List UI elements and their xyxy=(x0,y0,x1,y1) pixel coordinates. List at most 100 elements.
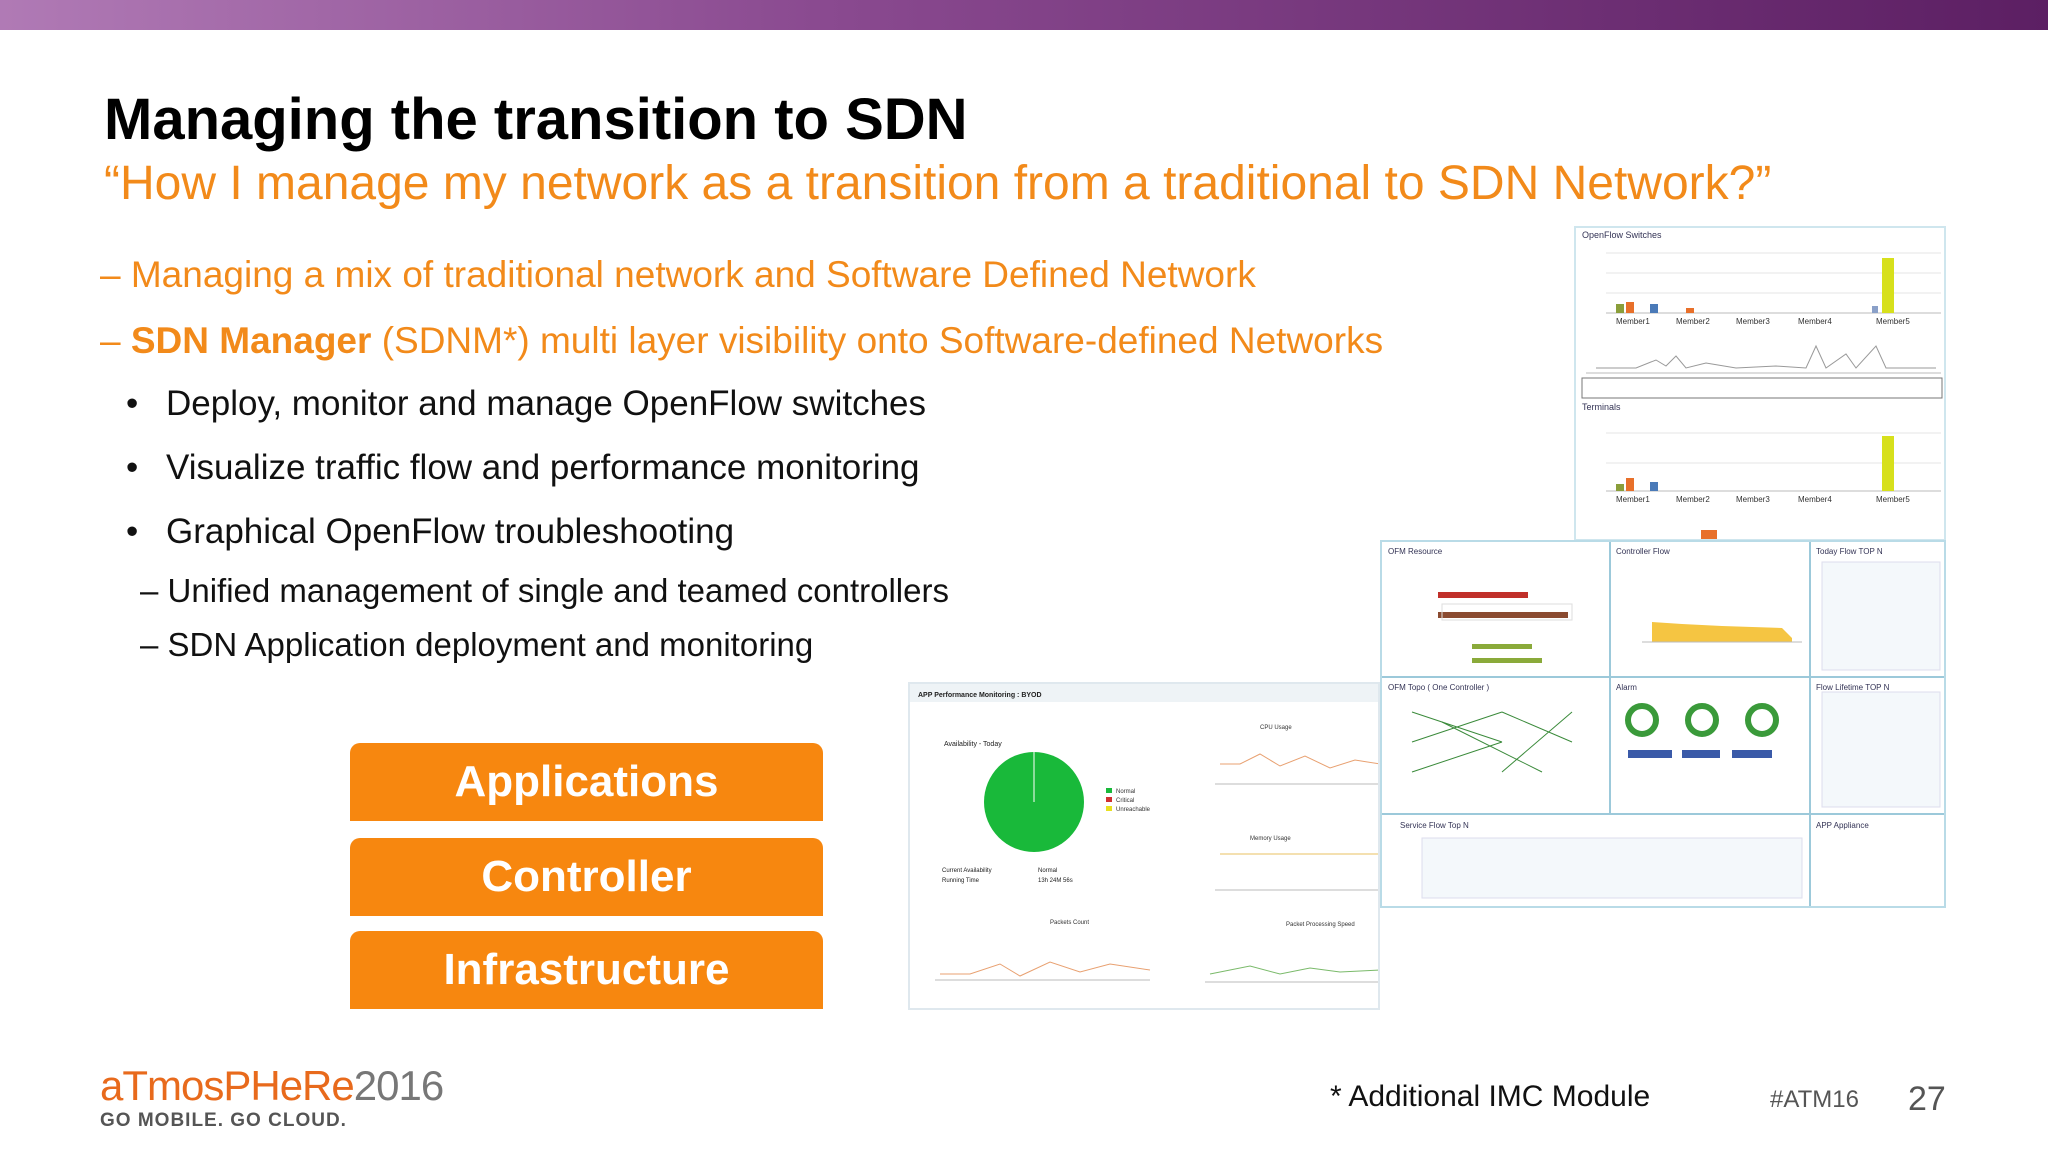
resource-bar xyxy=(1438,592,1528,598)
bar xyxy=(1686,308,1694,313)
bar xyxy=(1882,436,1894,491)
member-label: Member3 xyxy=(1736,495,1770,504)
chart-title: Memory Usage xyxy=(1250,836,1291,842)
openflow-title: OpenFlow Switches xyxy=(1582,230,1662,240)
member-label: Member2 xyxy=(1676,495,1710,504)
running-time-label: Running Time xyxy=(942,878,980,884)
logo-word: aTmosPHeRe xyxy=(100,1062,355,1109)
legend-label: Critical xyxy=(1116,798,1134,804)
stack-controller: Controller xyxy=(350,838,823,916)
resource-bar xyxy=(1438,612,1568,618)
panel-header xyxy=(910,684,1378,702)
sdn-manager-bold: SDN Manager xyxy=(130,320,372,361)
member-label: Member5 xyxy=(1876,495,1910,504)
subpoint-applications: – SDN Application deployment and monitor… xyxy=(140,626,814,663)
dashboard-panels: OFM Resource Controller Flow Today Flow … xyxy=(1382,542,1944,906)
bar xyxy=(1650,304,1658,313)
bullet-item: •Graphical OpenFlow troubleshooting xyxy=(126,512,735,551)
point-sdn-manager: – SDN Manager (SDNM*) multi layer visibi… xyxy=(100,320,1383,362)
traffic-line xyxy=(1596,344,1936,369)
availability-value: Normal xyxy=(1038,868,1057,874)
panel-title: Service Flow Top N xyxy=(1400,821,1469,830)
chart-title: Packet Processing Speed xyxy=(1286,922,1355,928)
bullet-item: •Deploy, monitor and manage OpenFlow swi… xyxy=(126,384,927,423)
app-performance-screenshot: APP Performance Monitoring : BYOD Availa… xyxy=(908,682,1380,1010)
alarm-donut xyxy=(1745,703,1779,737)
cpu-line xyxy=(1220,753,1378,769)
dash-marker: – xyxy=(100,320,131,361)
slide-title: Managing the transition to SDN xyxy=(104,87,968,152)
bar xyxy=(1650,482,1658,491)
chart-title: Packets Count xyxy=(1050,920,1089,926)
panel-title: OFM Resource xyxy=(1388,547,1443,556)
panel-title: OFM Topo ( One Controller ) xyxy=(1388,683,1490,692)
bullet-text: Graphical OpenFlow troubleshooting xyxy=(166,512,735,551)
point-text: Managing a mix of traditional network an… xyxy=(130,254,1256,295)
alarm-donut xyxy=(1685,703,1719,737)
dash-marker: – xyxy=(100,254,131,295)
packets-line xyxy=(940,961,1151,977)
availability-title: Availability - Today xyxy=(944,741,1002,748)
bar xyxy=(1701,530,1717,539)
panel-title: Controller Flow xyxy=(1616,547,1670,556)
resource-frame xyxy=(1441,603,1573,621)
stack-applications: Applications xyxy=(350,743,823,821)
stack-infrastructure: Infrastructure xyxy=(350,931,823,1009)
app-performance-panel: APP Performance Monitoring : BYOD Availa… xyxy=(910,684,1378,983)
legend-label: Normal xyxy=(1116,789,1135,795)
logo-year: 2016 xyxy=(353,1062,444,1109)
processing-line xyxy=(1209,965,1378,975)
member-label: Member4 xyxy=(1798,317,1832,326)
point-text: (SDNM*) multi layer visibility onto Soft… xyxy=(371,320,1384,361)
logo-tagline: GO MOBILE. GO CLOUD. xyxy=(100,1110,347,1131)
legend-swatch-unreachable xyxy=(1106,806,1112,811)
topology-graph xyxy=(1411,711,1573,773)
atmosphere-logo: aTmosPHeRe2016 GO MOBILE. GO CLOUD. xyxy=(100,1062,444,1132)
today-flow-table xyxy=(1821,561,1941,671)
hashtag: #ATM16 xyxy=(1770,1086,1859,1113)
resource-bar xyxy=(1472,658,1542,663)
resource-bar xyxy=(1472,644,1532,649)
page-number: 27 xyxy=(1908,1080,1946,1118)
terminals-title: Terminals xyxy=(1582,402,1621,412)
panel-title: Alarm xyxy=(1616,683,1637,692)
sdn-dashboard-screenshot: OFM Resource Controller Flow Today Flow … xyxy=(1380,540,1946,908)
member-label: Member2 xyxy=(1676,317,1710,326)
running-time-value: 13h 24M 56s xyxy=(1038,878,1073,884)
flow-area xyxy=(1652,622,1792,642)
chart-title: CPU Usage xyxy=(1260,725,1292,731)
legend-swatch-critical xyxy=(1106,797,1112,802)
slide-subtitle: “How I manage my network as a transition… xyxy=(104,157,1772,210)
panel-title: Today Flow TOP N xyxy=(1816,547,1883,556)
alarm-tab xyxy=(1682,750,1720,758)
member-label: Member5 xyxy=(1876,317,1910,326)
member-label: Member1 xyxy=(1616,495,1650,504)
member-label: Member4 xyxy=(1798,495,1832,504)
panel-title: APP Appliance xyxy=(1816,821,1869,830)
subpoint-controllers: – Unified management of single and teame… xyxy=(140,572,949,609)
point-mixed-network: – Managing a mix of traditional network … xyxy=(100,254,1256,296)
alarm-donut xyxy=(1625,703,1659,737)
bar xyxy=(1616,484,1624,491)
bullet-text: Visualize traffic flow and performance m… xyxy=(166,448,920,487)
service-table xyxy=(1421,837,1803,899)
availability-label: Current Availability xyxy=(942,868,992,874)
member-label: Member1 xyxy=(1616,317,1650,326)
alarm-tab xyxy=(1628,750,1672,758)
openflow-switches-screenshot: OpenFlow Switches Member1 Member2 Member… xyxy=(1574,226,1946,541)
bar xyxy=(1872,306,1878,313)
bar xyxy=(1616,304,1624,313)
bar xyxy=(1626,302,1634,313)
footnote: * Additional IMC Module xyxy=(1330,1080,1651,1113)
bar xyxy=(1626,478,1634,491)
legend-label: Unreachable xyxy=(1116,807,1151,813)
top-accent-bar xyxy=(0,0,2048,30)
bar xyxy=(1882,258,1894,313)
panel-title: APP Performance Monitoring : BYOD xyxy=(918,692,1042,699)
logo-wordmark: aTmosPHeRe2016 xyxy=(100,1062,444,1110)
legend-swatch-normal xyxy=(1106,788,1112,793)
legend-box xyxy=(1581,377,1943,399)
member-label: Member3 xyxy=(1736,317,1770,326)
openflow-charts: Member1 Member2 Member3 Member4 Member5 … xyxy=(1581,252,1943,539)
alarm-tab xyxy=(1732,750,1772,758)
